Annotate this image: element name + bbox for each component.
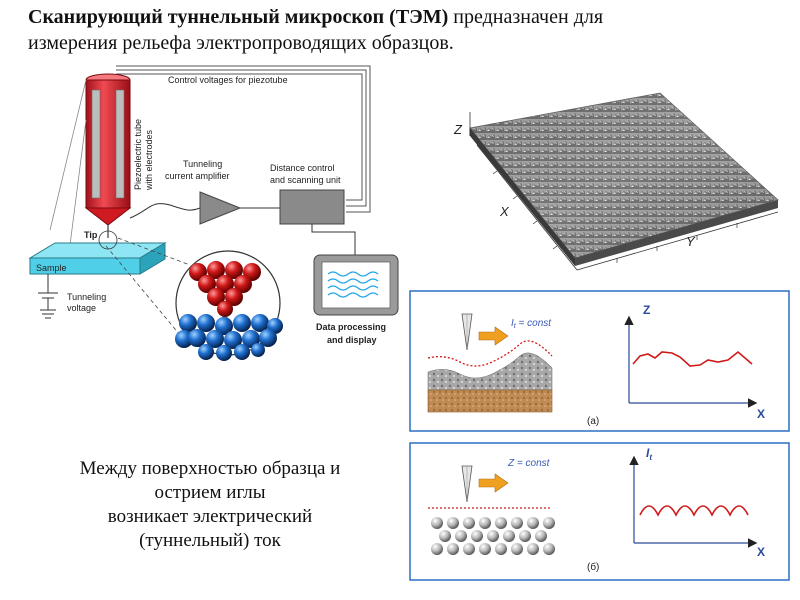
voltage-source	[38, 274, 58, 319]
tip-label: Tip	[84, 230, 98, 240]
support-lines	[49, 79, 87, 246]
piezo-label-line2: with electrodes	[144, 129, 154, 191]
piezo-label-line1: Piezoelectric tube	[133, 119, 143, 190]
tip-atoms	[189, 261, 261, 317]
panel-a-label: (а)	[587, 416, 599, 427]
display-wire	[311, 224, 356, 255]
display-monitor	[313, 254, 399, 316]
amplifier-label-line2: current amplifier	[165, 171, 230, 181]
voltage-label-line1: Tunneling	[67, 292, 106, 302]
panel-b-it-axis: It	[646, 446, 652, 462]
panel-a-z-axis: Z	[643, 303, 650, 317]
distance-label-line2: and scanning unit	[270, 175, 341, 185]
caption-line3: возникает электрический	[107, 506, 313, 527]
surface-z-label: Z	[453, 122, 463, 137]
caption-line2: острием иглы	[154, 482, 266, 503]
panel-b-atoms	[431, 517, 555, 555]
sample-atoms	[175, 314, 283, 361]
piezo-tube	[84, 73, 132, 238]
caption-line1: Между поверхностью образца и	[79, 458, 341, 479]
display-label-line1: Data processing	[316, 322, 386, 332]
display-label-line2: and display	[327, 335, 377, 345]
sample-slab	[28, 242, 167, 275]
panel-b-x-axis: X	[757, 545, 765, 559]
amplifier	[199, 191, 280, 225]
panel-b	[409, 442, 790, 581]
title-line2: измерения рельефа электропроводящих обра…	[28, 32, 454, 54]
panel-b-label: (б)	[587, 561, 599, 573]
surface-y-label: Y	[686, 234, 696, 249]
title-bold: Сканирующий туннельный микроскоп (ТЭМ)	[28, 6, 449, 28]
zoom-lines	[98, 230, 191, 336]
page-title: Сканирующий туннельный микроскоп (ТЭМ) п…	[28, 4, 728, 56]
control-voltages-label: Control voltages for piezotube	[168, 75, 288, 85]
atoms-magnifier	[175, 250, 283, 361]
tunnel-current-caption: Между поверхностью образца и острием игл…	[40, 457, 380, 553]
surface-x-label: X	[499, 204, 510, 219]
distance-control-box	[279, 189, 345, 225]
sample-label: Sample	[36, 263, 67, 273]
surface-3d	[469, 92, 779, 271]
panel-a-x-axis: X	[757, 407, 765, 421]
voltage-label-line2: voltage	[67, 303, 96, 313]
caption-line4: (туннельный) ток	[139, 530, 281, 551]
title-rest: предназначен для	[448, 6, 604, 28]
control-wires	[116, 65, 371, 213]
panel-a-condition: It = const	[511, 318, 552, 330]
distance-label-line1: Distance control	[270, 163, 335, 173]
tip-amplifier-wire	[129, 203, 201, 219]
panel-a	[409, 290, 790, 432]
amplifier-label-line1: Tunneling	[183, 159, 222, 169]
panel-b-condition: Z = const	[507, 458, 551, 469]
